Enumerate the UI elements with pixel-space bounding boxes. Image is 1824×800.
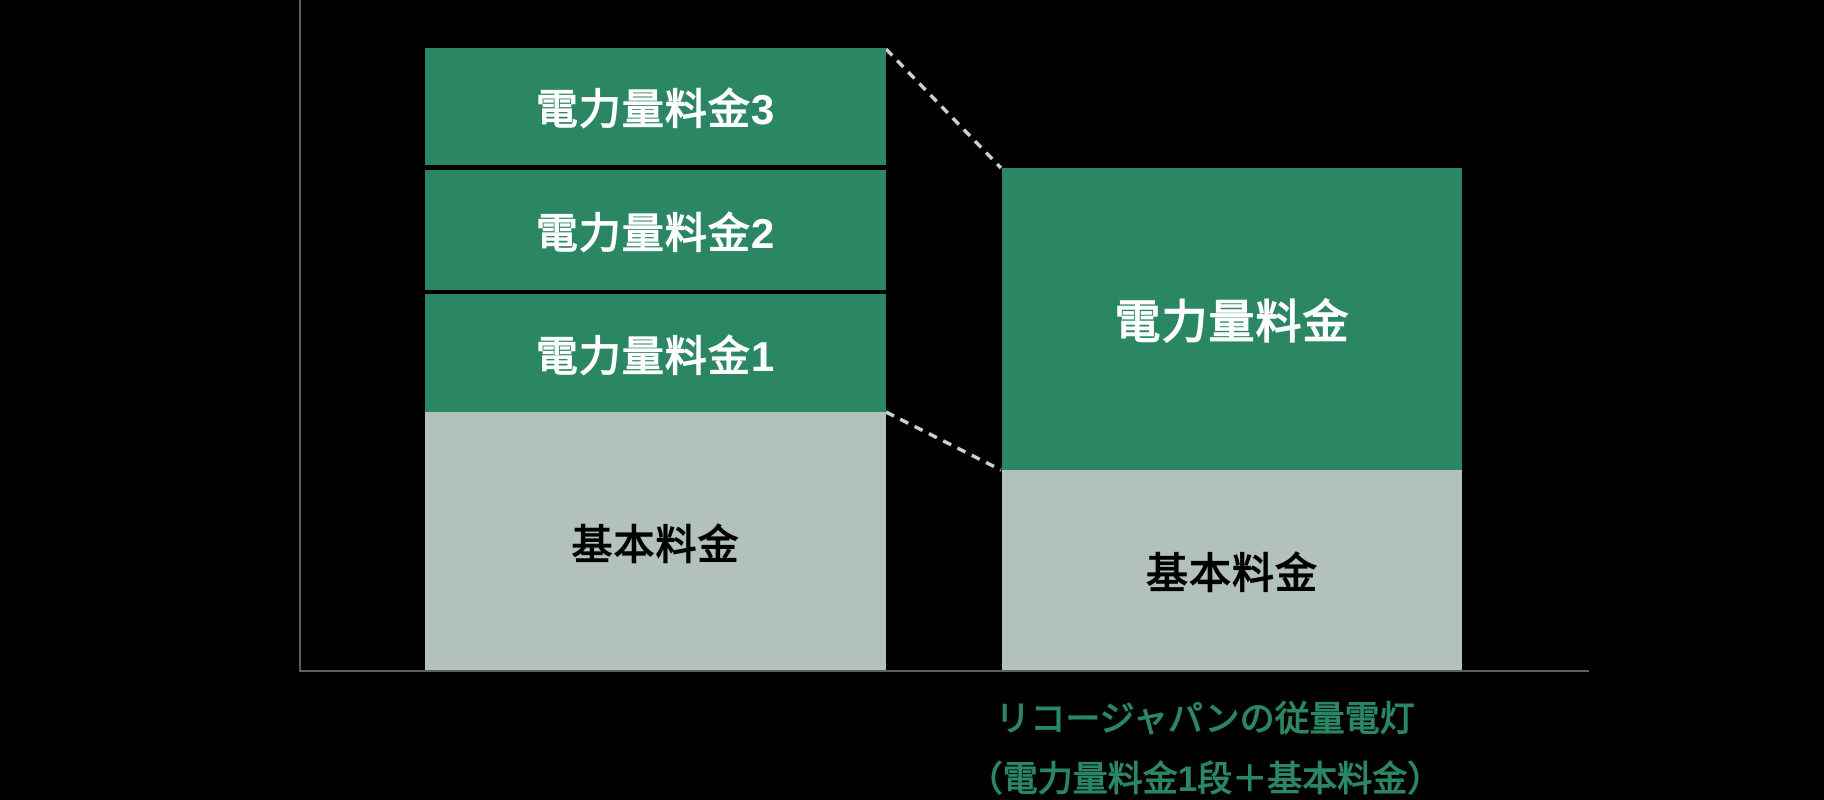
segment-label: 電力量料金3: [535, 86, 776, 133]
segment-energy-charge-tier1: 電力量料金1: [425, 294, 886, 412]
stacked-bar-standard-tariff: 電力量料金3 電力量料金2 電力量料金1 基本料金: [425, 48, 886, 670]
segment-label: 基本料金: [571, 522, 740, 568]
dashed-connector-top: [884, 47, 1003, 170]
caption-line1: リコージャパンの従量電灯: [995, 700, 1415, 739]
caption-line2: （電力量料金1段＋基本料金）: [967, 760, 1443, 799]
segment-label: 電力量料金: [1114, 296, 1350, 348]
segment-energy-charge-tier3: 電力量料金3: [425, 48, 886, 165]
segment-basic-charge-left: 基本料金: [425, 412, 886, 670]
segment-energy-charge-single: 電力量料金: [1002, 168, 1462, 470]
segment-label: 基本料金: [1145, 549, 1318, 597]
segment-basic-charge-right: 基本料金: [1002, 470, 1462, 670]
stacked-bar-ricoh-tariff: 電力量料金 基本料金: [1002, 168, 1462, 670]
x-axis-line: [299, 670, 1589, 672]
segment-label: 電力量料金1: [535, 332, 776, 380]
y-axis-line: [299, 0, 301, 672]
segment-energy-charge-tier2: 電力量料金2: [425, 170, 886, 290]
ricoh-plan-caption: リコージャパンの従量電灯 （電力量料金1段＋基本料金）: [950, 690, 1460, 800]
dashed-connector-bottom: [885, 410, 1002, 472]
segment-label: 電力量料金2: [535, 209, 776, 257]
